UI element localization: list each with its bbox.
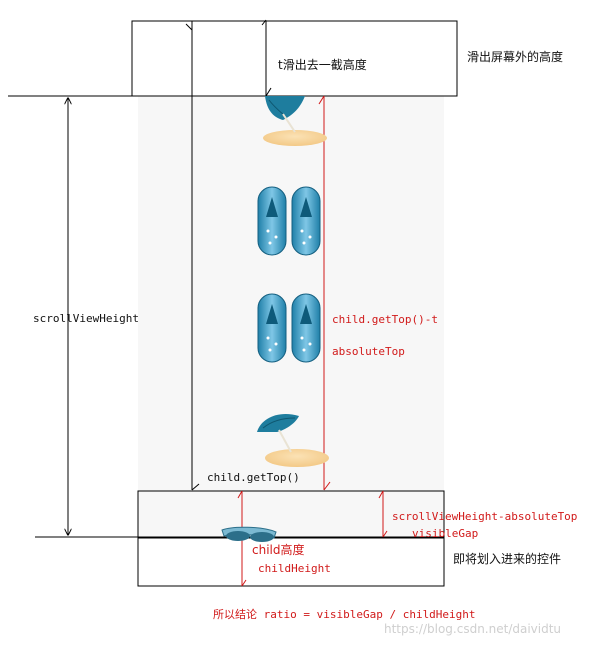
flip-flops-icon (257, 293, 321, 363)
visible-gap-formula-label: scrollViewHeight-absoluteTop (392, 510, 578, 523)
offscreen-box (131, 20, 458, 97)
child-height-label: childHeight (258, 562, 331, 575)
visible-gap-label: visibleGap (412, 527, 479, 540)
child-height-cn-label: child高度 (252, 543, 305, 557)
flip-flops-icon (257, 186, 321, 256)
sunglasses-icon (221, 526, 277, 542)
child-gettop-label: child.getTop() (207, 471, 300, 484)
conclusion-label: 所以结论 ratio = visibleGap / childHeight (213, 608, 476, 621)
watermark: https://blog.csdn.net/daividtu (384, 622, 562, 636)
incoming-control-label: 即将划入进来的控件 (453, 552, 562, 566)
beach-umbrella-icon (257, 413, 329, 467)
t-scrolled-label: t滑出去一截高度 (278, 58, 367, 72)
offscreen-height-label: 滑出屏幕外的高度 (467, 50, 564, 64)
scroll-view-height-label: scrollViewHeight (33, 312, 139, 325)
child-gettop-minus-t-label: child.getTop()-t (332, 313, 438, 326)
beach-umbrella-icon (263, 96, 327, 146)
absolute-top-label: absoluteTop (332, 345, 405, 358)
